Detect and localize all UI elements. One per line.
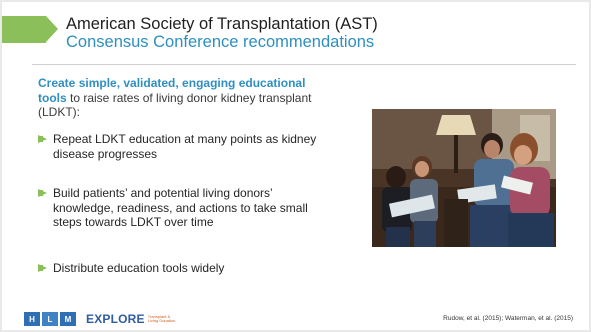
- slide-title: American Society of Transplantation (AST…: [66, 15, 576, 51]
- hlm-explore-logo: H L M EXPLORE Transplant & Living Donati…: [24, 312, 182, 326]
- bullet-arrow-icon: [38, 135, 48, 143]
- family-reading-photo: [372, 109, 556, 247]
- explore-subtitle: Transplant & Living Donation: [147, 313, 176, 323]
- bullet-text: Build patients’ and potential living don…: [53, 186, 308, 229]
- logo-letter-l: L: [42, 312, 58, 326]
- citation: Rudow, et al. (2015); Waterman, et al. (…: [443, 315, 573, 322]
- bullet-arrow-icon: [38, 264, 48, 272]
- logo-letter-m: M: [60, 312, 76, 326]
- title-line-2: Consensus Conference recommendations: [66, 33, 375, 51]
- photo-illustration: [372, 109, 556, 247]
- bullet-text: Distribute education tools widely: [53, 261, 225, 275]
- title-line-1: American Society of Transplantation (AST…: [66, 15, 378, 33]
- list-item: Repeat LDKT education at many points as …: [38, 132, 323, 161]
- list-item: Build patients’ and potential living don…: [38, 186, 323, 230]
- title-divider: [32, 64, 576, 65]
- bullet-arrow-icon: [38, 189, 48, 197]
- intro-emphasis: Create simple, validated, engaging educa…: [38, 76, 306, 105]
- title-accent-tab: [2, 16, 46, 43]
- bullet-text: Repeat LDKT education at many points as …: [53, 132, 317, 161]
- list-item: Distribute education tools widely: [38, 261, 323, 276]
- explore-wordmark: EXPLORE: [86, 312, 145, 326]
- intro-text: to raise rates of living donor kidney tr…: [38, 90, 312, 120]
- intro-paragraph: Create simple, validated, engaging educa…: [38, 76, 328, 120]
- title-accent-arrow: [46, 16, 58, 42]
- logo-letter-h: H: [24, 312, 40, 326]
